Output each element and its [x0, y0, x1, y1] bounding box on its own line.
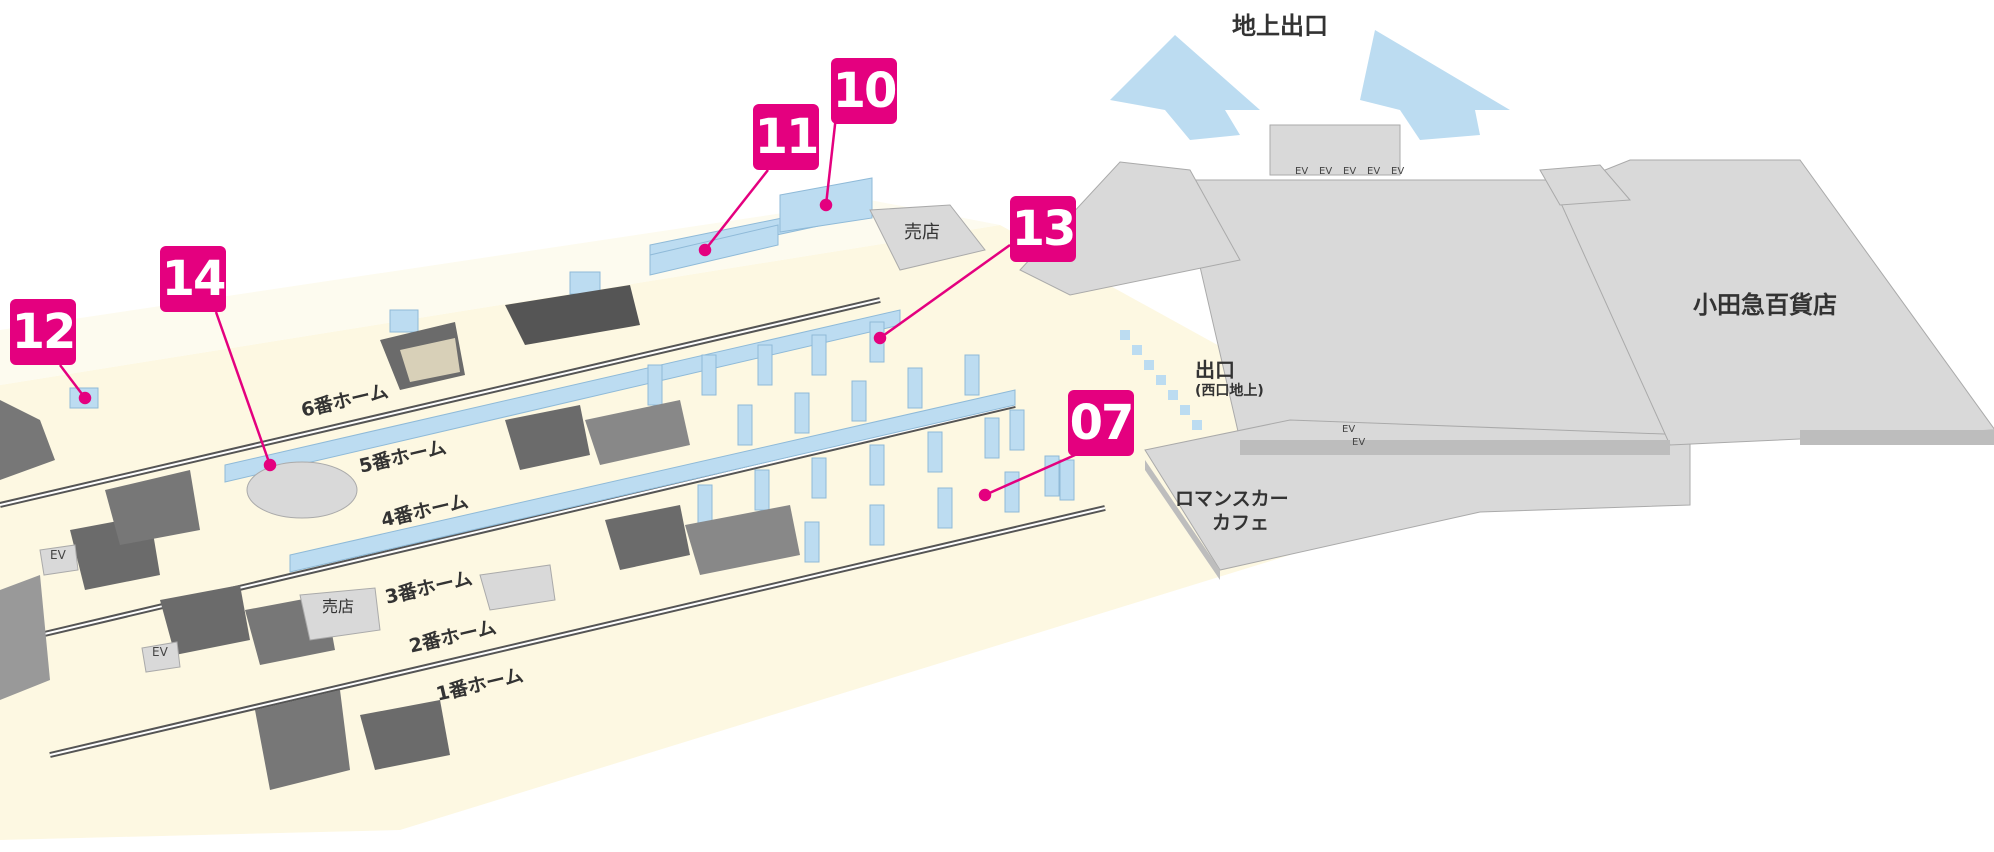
marker-leaders	[59, 97, 1076, 502]
ev-label: EV	[1391, 166, 1405, 177]
arrow-right	[1360, 30, 1510, 140]
marker-12-badge[interactable]: 12	[10, 299, 76, 365]
cafe-label-line2: カフェ	[1212, 512, 1270, 534]
cafe-label-line1: ロマンスカー	[1175, 488, 1289, 510]
marker-10-badge[interactable]: 10	[831, 58, 897, 124]
west-exit-path	[1120, 330, 1202, 430]
ev-label: EV	[50, 548, 66, 562]
dept-store-label: 小田急百貨店	[1693, 291, 1837, 319]
west-exit-note: (西口地上)	[1195, 383, 1264, 399]
ev-label: EV	[1319, 166, 1333, 177]
marker-11-badge[interactable]: 11	[753, 104, 819, 170]
kiosk-label-upper: 売店	[904, 222, 940, 243]
building-structures	[869, 124, 1994, 571]
kiosk-label-lower: 売店	[322, 597, 355, 616]
arrow-left	[1110, 35, 1260, 140]
ev-label: EV	[1342, 424, 1356, 435]
signboards	[69, 271, 1075, 563]
marker-13-badge[interactable]: 13	[1010, 196, 1076, 262]
west-exit-label: 出口	[1195, 358, 1235, 382]
marker-14-badge[interactable]: 14	[160, 246, 226, 312]
exit-arrows	[1110, 30, 1510, 140]
ev-label: EV	[1295, 166, 1309, 177]
ev-label: EV	[1352, 437, 1366, 448]
ev-label: EV	[152, 645, 168, 659]
ev-label: EV	[1367, 166, 1381, 177]
ev-label: EV	[1343, 166, 1357, 177]
kiosk-blocks	[39, 461, 556, 673]
marker-07-badge[interactable]: 07	[1068, 390, 1134, 456]
ground-exit-label: 地上出口	[1232, 12, 1328, 40]
